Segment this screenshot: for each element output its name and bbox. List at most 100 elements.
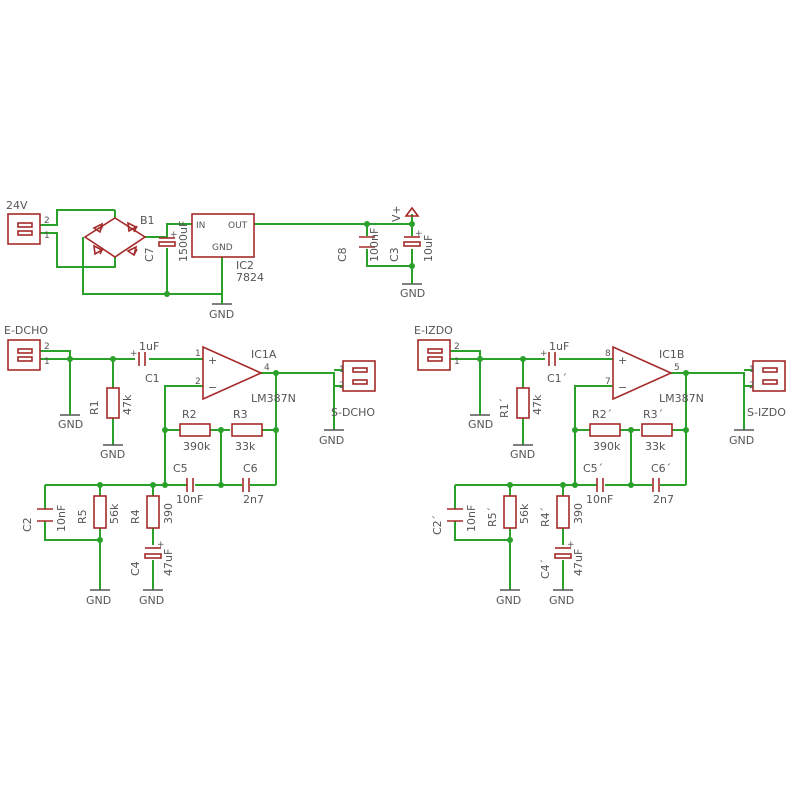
resistor-r2 (179, 423, 211, 437)
r4-label: R4 (129, 509, 142, 524)
r2-label: R2 (182, 408, 197, 421)
vplus-label: V+ (390, 205, 403, 222)
connector-s-izdo (752, 360, 786, 392)
pin-label: 2 (454, 342, 460, 352)
pin-label: 8 (605, 349, 611, 359)
resistor-r5 (93, 495, 107, 529)
pin-label: 1 (195, 349, 201, 359)
pin-label: 2 (339, 381, 345, 391)
c7-value: 1500uF (177, 221, 190, 262)
c4-label: C4´ (539, 559, 552, 579)
capacitor-c6 (242, 478, 250, 492)
gnd-label: GND (729, 434, 754, 447)
gnd-label: GND (510, 448, 535, 461)
c2-label: C2´ (431, 515, 444, 535)
right-channel: E-IZDO 2 1 + 1uF C1´ R1´ 47k GND GND + −… (414, 324, 786, 607)
pin-label: 1 (749, 365, 755, 375)
reg-out-label: OUT (228, 221, 248, 231)
resistor-r1 (516, 387, 530, 419)
r2-value: 390k (593, 440, 621, 453)
r4-value: 390 (572, 503, 585, 524)
r5-value: 56k (518, 503, 531, 524)
resistor-r4 (146, 495, 160, 529)
ic-value: LM387N (251, 392, 296, 405)
pin-label: 2 (749, 381, 755, 391)
r3-label: R3 (233, 408, 248, 421)
r3-value: 33k (645, 440, 666, 453)
r2-label: R2´ (592, 408, 612, 421)
gnd-label: GND (100, 448, 125, 461)
pin-label: 2 (44, 216, 50, 226)
r4-value: 390 (162, 503, 175, 524)
gnd-label: GND (496, 594, 521, 607)
opamp-ic1b (612, 345, 673, 401)
svg-text:+: + (170, 230, 178, 240)
capacitor-c5 (596, 478, 604, 492)
capacitor-c2 (447, 508, 463, 522)
c1-value: 1uF (549, 340, 569, 353)
capacitor-c1 (548, 352, 556, 366)
connector-label: E-IZDO (414, 324, 453, 337)
connector-label: E-DCHO (4, 324, 48, 337)
r3-value: 33k (235, 440, 256, 453)
c5-value: 10nF (586, 493, 613, 506)
opamp-minus: − (618, 381, 627, 394)
c4-value: 47uF (162, 549, 175, 576)
c6-label: C6´ (651, 462, 671, 475)
c8-label: C8 (336, 247, 349, 262)
pin-label: 5 (674, 363, 680, 373)
capacitor-c1 (138, 352, 146, 366)
connector-label: S-DCHO (331, 406, 375, 419)
r5-label: R5 (76, 509, 89, 524)
r1-value: 47k (121, 394, 134, 415)
resistor-r4 (556, 495, 570, 529)
c1-label: C1´ (547, 372, 567, 385)
r1-label: R1´ (498, 398, 511, 418)
c4-value: 47uF (572, 549, 585, 576)
r5-label: R5´ (486, 507, 499, 527)
capacitor-c8 (359, 236, 375, 248)
connector-s-dcho (342, 360, 376, 392)
gnd-label: GND (139, 594, 164, 607)
resistor-r2 (589, 423, 621, 437)
ic2-label: IC2 (236, 259, 254, 272)
pin-label: 1 (339, 365, 345, 375)
regulator-ic2 (191, 213, 255, 258)
pin-label: 2 (195, 377, 201, 387)
pin-label: 7 (605, 377, 611, 387)
connector-label: S-IZDO (747, 406, 786, 419)
c6-label: C6 (243, 462, 258, 475)
gnd-label: GND (400, 287, 425, 300)
gnd-label: GND (319, 434, 344, 447)
gnd-label: GND (549, 594, 574, 607)
opamp-minus: − (208, 381, 217, 394)
capacitor-c2 (37, 508, 53, 522)
c1-label: C1 (145, 372, 160, 385)
ic-label: IC1A (251, 348, 277, 361)
ic-value: LM387N (659, 392, 704, 405)
left-channel: E-DCHO 2 1 + 1uF C1 R1 47k GND GND + − 1… (4, 324, 376, 607)
pin-label: 1 (44, 231, 50, 241)
capacitor-c7: + (158, 230, 178, 247)
c3-value: 10uF (422, 235, 435, 262)
c2-value: 10nF (465, 505, 478, 532)
capacitor-c5 (186, 478, 194, 492)
ic-label: IC1B (659, 348, 684, 361)
capacitor-c3: + (403, 229, 423, 247)
connector-e-dcho (7, 339, 41, 371)
connector-24v-label: 24V (6, 199, 28, 212)
svg-text:+: + (540, 349, 548, 359)
c8-value: 100nF (368, 228, 381, 262)
connector-e-izdo (417, 339, 451, 371)
ic2-value: 7824 (236, 271, 264, 284)
svg-text:+: + (415, 229, 423, 239)
opamp-ic1a (202, 345, 263, 401)
c1-value: 1uF (139, 340, 159, 353)
r5-value: 56k (108, 503, 121, 524)
resistor-r3 (231, 423, 263, 437)
c2-value: 10nF (55, 505, 68, 532)
r1-label: R1 (88, 400, 101, 415)
vplus-icon (404, 206, 420, 217)
resistor-r3 (641, 423, 673, 437)
gnd-label: GND (468, 418, 493, 431)
